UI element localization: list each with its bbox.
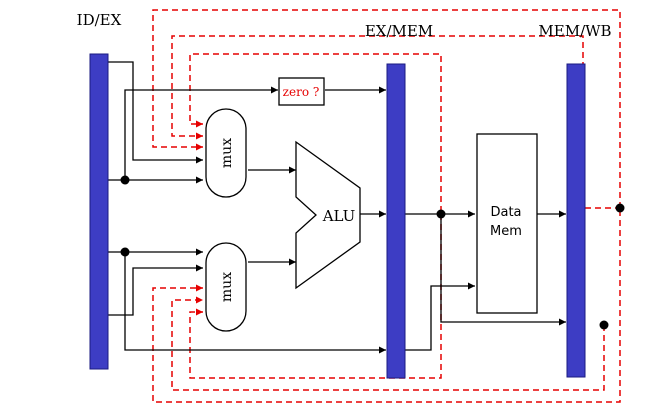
forward-path-outer — [152, 9, 621, 208]
mux-top — [205, 108, 247, 198]
zero-comparator — [278, 77, 325, 106]
ex-mem-register — [386, 63, 406, 379]
data-mem-label-line2: Mem — [490, 224, 522, 239]
alu — [295, 140, 361, 290]
mux-top-label: mux — [219, 138, 235, 168]
alu-label: ALU — [322, 207, 356, 225]
mem-wb-label: MEM/WB — [538, 22, 611, 40]
mux-bottom-label: mux — [219, 272, 235, 302]
mem-wb-register — [566, 63, 586, 378]
mux-bottom — [205, 242, 247, 332]
datapath-wires — [108, 61, 566, 354]
zero-label: zero ? — [283, 85, 320, 99]
id-ex-label: ID/EX — [77, 11, 122, 29]
data-memory — [476, 133, 538, 314]
junction-dots — [120, 175, 625, 330]
forward-path-inner — [189, 53, 442, 212]
forward-path-bottom-middle — [171, 296, 605, 391]
forward-path-bottom-inner — [189, 214, 442, 379]
ex-mem-label: EX/MEM — [365, 22, 433, 40]
id-ex-register — [89, 53, 109, 370]
data-mem-label-line1: Data — [490, 205, 521, 220]
